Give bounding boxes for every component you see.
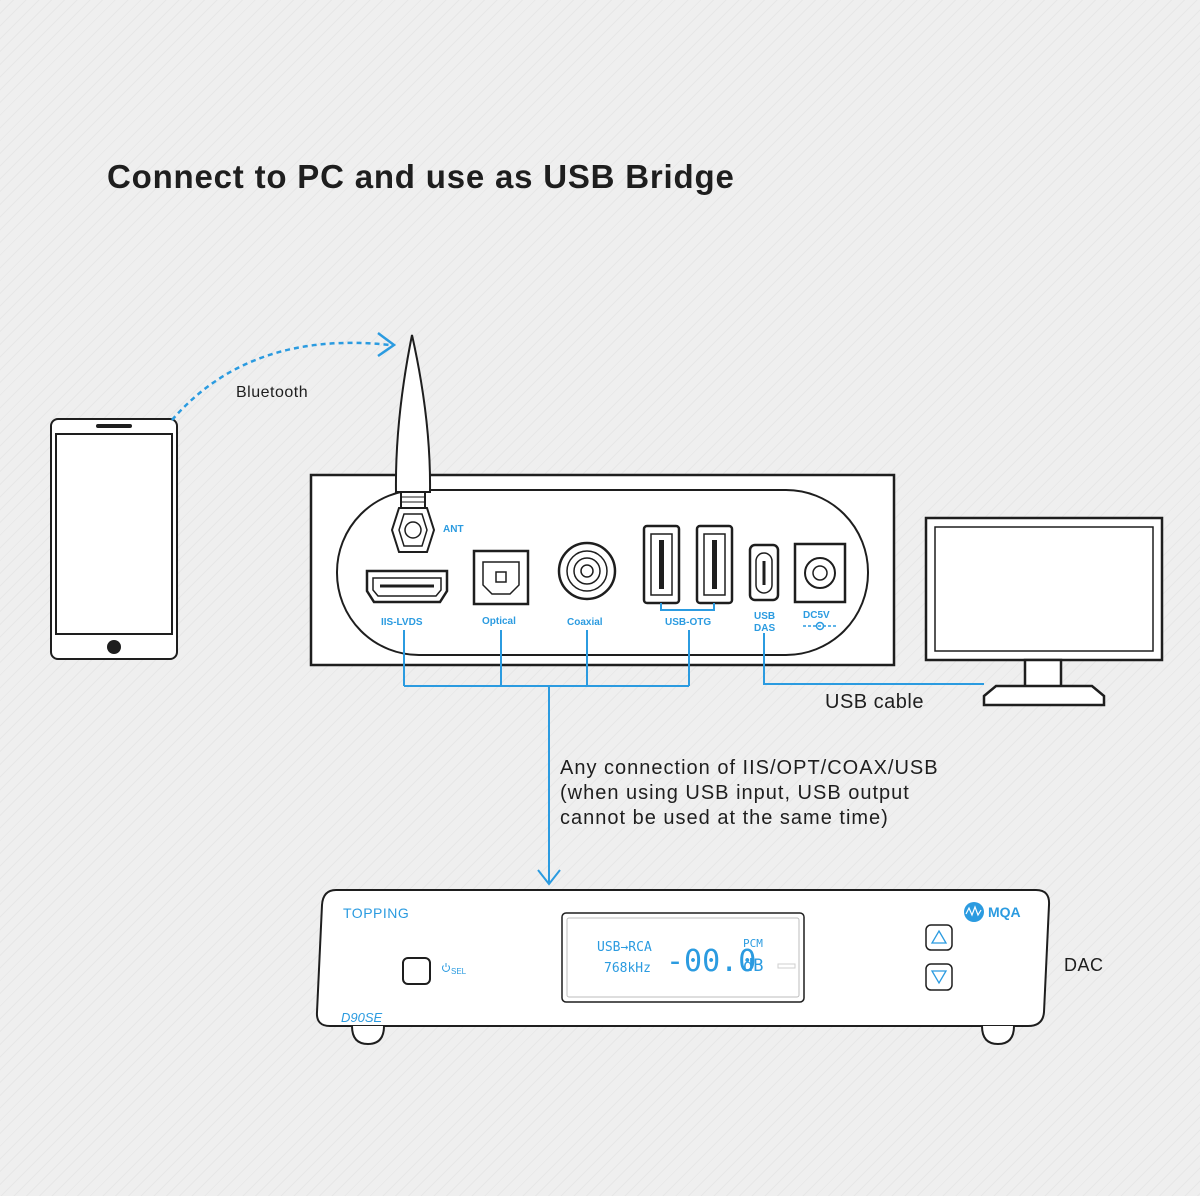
page-title: Connect to PC and use as USB Bridge — [107, 158, 735, 195]
display-unit: dB — [743, 956, 763, 976]
display-sample-rate: 768kHz — [604, 961, 651, 976]
smartphone-icon — [50, 418, 178, 660]
triangle-down-icon — [930, 970, 948, 985]
usb-a-port-icon — [642, 524, 681, 605]
dac-brand-logo: TOPPING — [343, 905, 409, 921]
mqa-label: MQA — [988, 904, 1021, 920]
connection-note: Any connection of IIS/OPT/COAX/USB (when… — [560, 756, 939, 831]
port-label-usb-otg: USB-OTG — [665, 617, 711, 628]
port-label-optical: Optical — [482, 616, 516, 627]
mqa-logo-icon — [964, 902, 984, 922]
connection-note-line: cannot be used at the same time) — [560, 807, 889, 829]
bluetooth-label: Bluetooth — [236, 384, 309, 401]
input-connection-lines — [403, 630, 690, 886]
power-icon — [442, 963, 450, 972]
display-input-output: USB→RCA — [597, 940, 652, 955]
connection-note-line: Any connection of IIS/OPT/COAX/USB — [560, 757, 939, 779]
usb-a-port-icon — [695, 524, 734, 605]
port-label-iis-lvds: IIS-LVDS — [381, 617, 423, 628]
triangle-up-icon — [930, 929, 948, 944]
hdmi-port-icon — [365, 569, 449, 604]
port-label-ant: ANT — [443, 524, 464, 535]
dc-polarity-icon — [803, 621, 838, 631]
sel-label: SEL — [451, 967, 467, 976]
port-label-das: DAS — [754, 623, 775, 634]
dac-label: DAC — [1064, 955, 1104, 975]
volume-up-button[interactable] — [925, 924, 953, 951]
power-sel-button[interactable] — [402, 957, 431, 985]
antenna-icon — [390, 334, 436, 553]
display-volume: -00.0 — [666, 944, 756, 979]
usb-c-port-icon — [748, 543, 780, 602]
port-label-dc5v: DC5V — [803, 610, 830, 621]
usb-cable-label: USB cable — [825, 691, 924, 713]
display-indicator — [777, 963, 796, 969]
port-label-coaxial: Coaxial — [567, 617, 603, 628]
volume-down-button[interactable] — [925, 963, 953, 991]
coaxial-port-icon — [557, 541, 617, 601]
dac-display — [561, 912, 805, 1003]
display-format: PCM — [743, 937, 763, 950]
port-label-usb: USB — [754, 611, 775, 622]
monitor-icon — [924, 516, 1164, 707]
bluetooth-link — [171, 332, 397, 421]
dc-power-port-icon — [793, 542, 847, 604]
dac-model-label: D90SE — [341, 1010, 383, 1025]
optical-port-icon — [472, 549, 530, 606]
usb-cable-line — [763, 633, 984, 685]
connection-note-line: (when using USB input, USB output — [560, 782, 910, 804]
